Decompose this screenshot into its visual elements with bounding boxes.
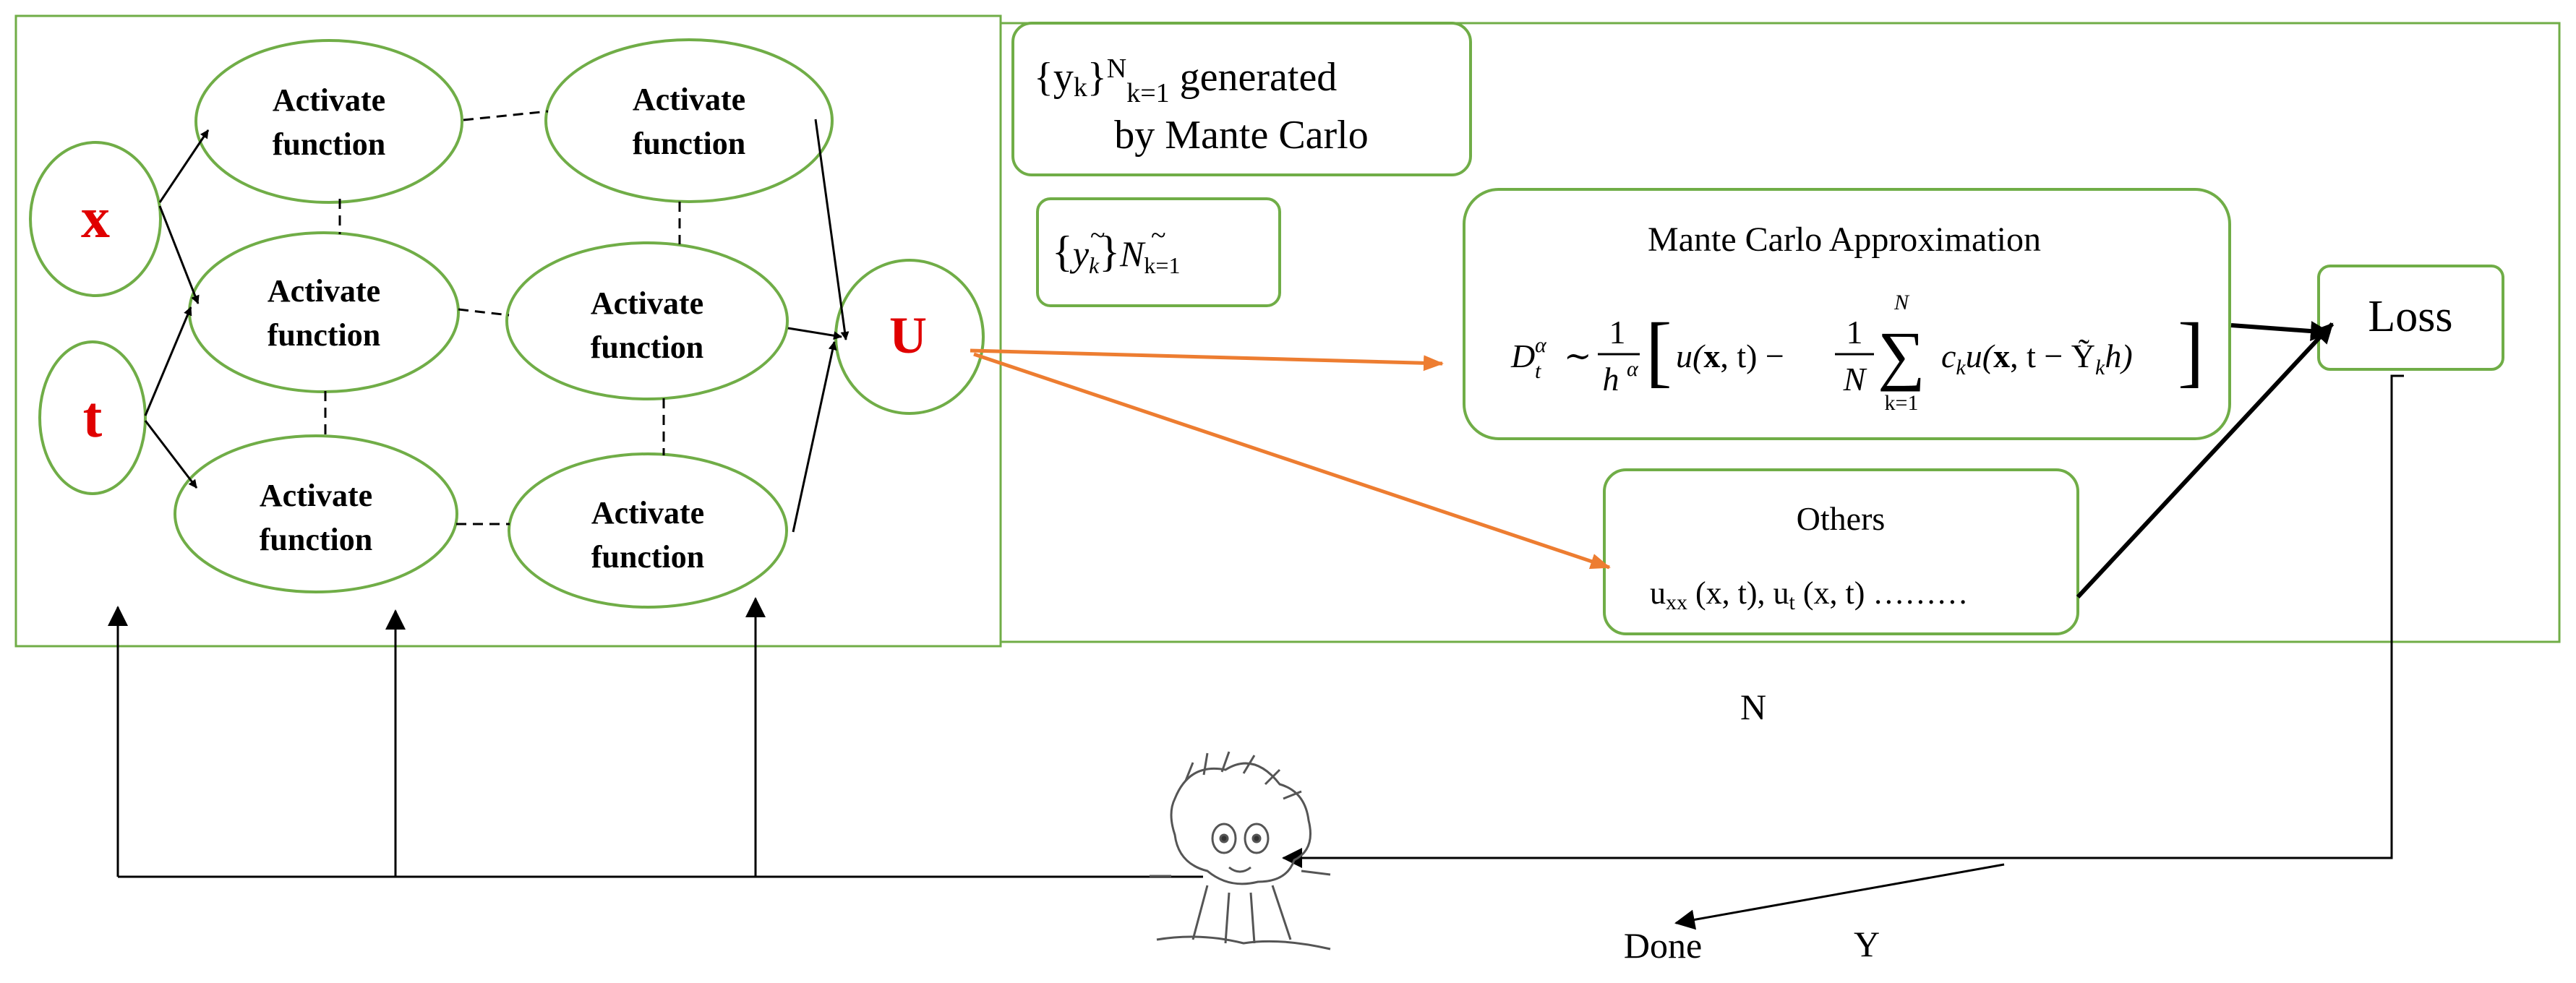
svg-text:]: ] xyxy=(2178,306,2204,395)
tilde-samples-label: {yk}Nk=1 xyxy=(1052,228,1180,278)
others-box xyxy=(1603,468,2079,635)
activation-label-line1: Activate xyxy=(591,495,704,531)
activation-label-line1: Activate xyxy=(591,286,703,321)
svg-text:∑: ∑ xyxy=(1878,318,1925,392)
svg-text:t: t xyxy=(1535,359,1541,383)
input-node-x xyxy=(29,141,162,297)
activation-node: Activate function xyxy=(544,38,834,203)
mc-samples-line2: by Mante Carlo xyxy=(1114,113,1368,158)
mc-approximation-box xyxy=(1463,188,2231,440)
output-u-label: U xyxy=(889,306,927,364)
activation-node: Activate function xyxy=(505,241,789,400)
done-label: Done xyxy=(1624,925,1702,966)
caputo-formula: D α t ∼ 1 h α [ u(x, t) − 1 N ∑ N k=1 ck… xyxy=(1510,291,2204,415)
input-t-label: t xyxy=(83,386,103,450)
activation-node: Activate function xyxy=(174,434,458,593)
svg-text:h: h xyxy=(1603,361,1619,398)
activation-label-line1: Activate xyxy=(273,82,385,118)
activation-label-line1: Activate xyxy=(260,478,372,513)
input-node-t xyxy=(38,340,147,495)
svg-text:N: N xyxy=(1894,291,1910,314)
hidden-dashed-links xyxy=(324,110,681,525)
terms-to-loss-arrows xyxy=(2076,321,2335,599)
loss-frame xyxy=(1001,22,2561,643)
output-to-loss-terms-arrows xyxy=(970,348,1611,570)
activation-label-line2: function xyxy=(273,126,385,162)
mc-approximation-title: Mante Carlo Approximation xyxy=(1648,220,2041,259)
input-x-label: x xyxy=(81,186,110,250)
svg-text:N: N xyxy=(1843,361,1867,398)
activation-node: Activate function xyxy=(188,231,460,393)
svg-text:cku(x, t − Ỹkh): cku(x, t − Ỹkh) xyxy=(1941,338,2133,379)
activation-label-line2: function xyxy=(268,317,380,353)
activation-node: Activate function xyxy=(508,452,788,609)
others-derivatives: uxx (x, t), ut (x, t) ……… xyxy=(1650,575,1968,614)
decision-figure-icon xyxy=(1150,751,1331,950)
activation-label-line1: Activate xyxy=(268,273,380,309)
feedback-loop xyxy=(108,374,2404,930)
tilde-mark-1: ~ xyxy=(1090,220,1105,251)
loss-label: Loss xyxy=(2368,292,2452,341)
activation-label-line2: function xyxy=(633,126,745,161)
loss-box xyxy=(2317,265,2504,371)
svg-text:α: α xyxy=(1627,357,1639,381)
tilde-mark-2: ~ xyxy=(1151,220,1166,251)
output-edges xyxy=(787,119,850,533)
mc-samples-line1: {yk}Nk=1 generated xyxy=(1034,53,1337,108)
svg-text:1: 1 xyxy=(1609,314,1626,351)
decision-y-label: Y xyxy=(1854,924,1880,964)
svg-text:k=1: k=1 xyxy=(1885,391,1919,415)
network-frame xyxy=(14,14,1002,648)
svg-text:1: 1 xyxy=(1847,314,1863,351)
svg-text:∼: ∼ xyxy=(1564,338,1592,374)
svg-text:u(x, t) −: u(x, t) − xyxy=(1676,338,1784,374)
svg-text:α: α xyxy=(1535,333,1547,357)
activation-node: Activate function xyxy=(194,39,463,204)
others-title: Others xyxy=(1797,500,1886,537)
activation-label-line2: function xyxy=(591,330,703,365)
activation-label-line2: function xyxy=(260,522,372,557)
activation-label-line2: function xyxy=(591,539,704,575)
activation-label-line1: Activate xyxy=(633,82,745,117)
svg-text:[: [ xyxy=(1646,306,1672,395)
mc-samples-box xyxy=(1011,22,1472,176)
tilde-samples-box xyxy=(1036,197,1281,307)
decision-n-label: N xyxy=(1740,687,1766,727)
input-edges xyxy=(144,129,210,489)
svg-text:D: D xyxy=(1510,338,1535,374)
